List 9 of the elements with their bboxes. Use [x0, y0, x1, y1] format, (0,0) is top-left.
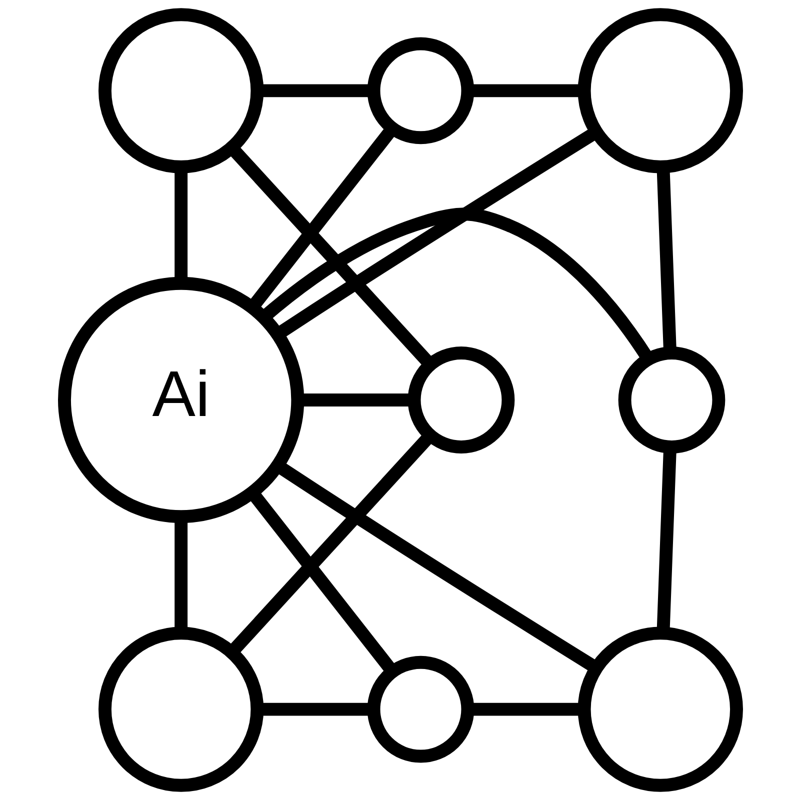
node-circle	[366, 37, 474, 144]
node-circle	[407, 346, 514, 454]
node-circle	[98, 626, 264, 792]
node-circle	[366, 656, 474, 763]
node-circle: Ai	[58, 276, 304, 524]
node-circle	[577, 8, 742, 174]
node-circle	[618, 346, 725, 454]
node-circle	[98, 8, 264, 174]
node-circle	[577, 626, 742, 792]
